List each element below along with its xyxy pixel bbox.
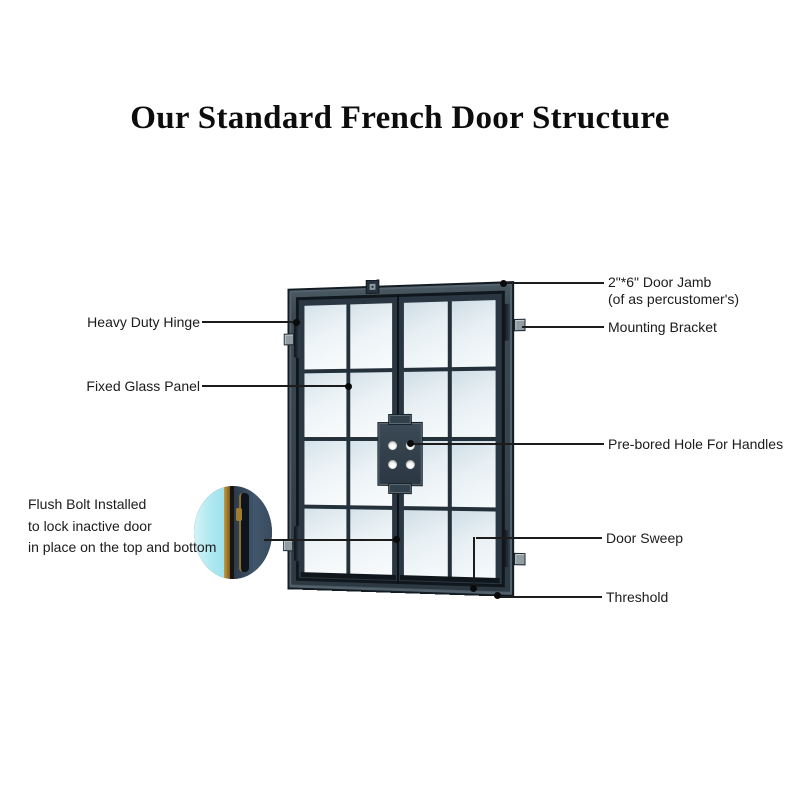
label-mounting-bracket: Mounting Bracket xyxy=(608,319,717,335)
glass-pane xyxy=(304,440,346,506)
leader-line-hinge xyxy=(202,321,295,323)
label-heavy-duty-hinge: Heavy Duty Hinge xyxy=(87,314,200,330)
label-door-jamb: 2"*6" Door Jamb (of as percustomer's) xyxy=(608,274,739,308)
hinge-icon xyxy=(294,322,300,358)
leader-line-pre-bored xyxy=(412,443,604,445)
leader-line-fixed-glass xyxy=(202,385,348,387)
page-title: Our Standard French Door Structure xyxy=(130,100,670,136)
inset-frame-edge xyxy=(224,486,230,579)
leader-dot-fixed-glass xyxy=(345,383,352,390)
handle-lock-plate xyxy=(378,414,422,494)
label-fixed-glass-panel: Fixed Glass Panel xyxy=(86,378,200,394)
leader-dot-hinge xyxy=(293,319,300,326)
leader-line-flush-bolt xyxy=(264,539,395,541)
label-flush-bolt: Flush Bolt Installed to lock inactive do… xyxy=(28,494,216,559)
label-flush-bolt-line2: to lock inactive door xyxy=(28,517,152,534)
label-threshold: Threshold xyxy=(606,589,669,605)
french-door-illustration xyxy=(282,279,526,597)
lock-plate-tab xyxy=(389,414,411,425)
hinge-icon xyxy=(503,303,511,341)
leader-line-mounting-bracket xyxy=(522,326,604,328)
hinge-icon xyxy=(294,525,300,562)
label-door-sweep: Door Sweep xyxy=(606,530,684,546)
glass-pane xyxy=(304,304,346,370)
pre-bored-hole xyxy=(405,459,415,469)
label-flush-bolt-line3: in place on the top and bottom xyxy=(28,539,217,555)
mounting-bracket-tab xyxy=(282,539,294,552)
label-pre-bored-hole: Pre-bored Hole For Handles xyxy=(608,436,784,452)
leader-dot-door-sweep xyxy=(470,585,477,592)
glass-pane xyxy=(451,441,496,508)
flush-bolt-lever xyxy=(236,508,242,521)
leader-dot-flush-bolt xyxy=(393,536,400,543)
hinge-icon xyxy=(503,530,511,568)
pre-bored-hole xyxy=(387,440,397,450)
label-door-jamb-line1: 2"*6" Door Jamb xyxy=(608,274,712,290)
leader-line-door-sweep-drop xyxy=(473,537,475,589)
glass-pane xyxy=(304,372,346,438)
glass-pane xyxy=(349,303,393,369)
mounting-bracket-tab-top xyxy=(365,279,380,295)
lock-plate-tab xyxy=(389,483,411,494)
flush-bolt-bar xyxy=(239,493,249,572)
label-door-jamb-line2: (of as percustomer's) xyxy=(608,291,740,307)
mounting-bracket-tab xyxy=(514,552,526,566)
inset-frame-shadow xyxy=(230,486,234,579)
pre-bored-hole xyxy=(387,459,397,469)
leader-line-door-jamb xyxy=(504,282,604,284)
leader-line-threshold xyxy=(498,596,602,598)
leader-dot-pre-bored xyxy=(407,440,414,447)
leader-dot-door-jamb xyxy=(500,280,507,287)
glass-pane xyxy=(349,509,393,575)
glass-pane xyxy=(451,300,496,368)
glass-pane xyxy=(451,370,496,437)
mounting-bracket-tab xyxy=(514,318,526,332)
inset-glass-area xyxy=(194,486,224,579)
mounting-bracket-tab xyxy=(283,333,295,346)
label-flush-bolt-line1: Flush Bolt Installed xyxy=(28,496,147,512)
leader-line-door-sweep xyxy=(476,537,602,539)
leader-dot-threshold xyxy=(494,592,501,599)
glass-pane xyxy=(403,510,448,577)
glass-pane xyxy=(403,301,448,368)
flush-bolt-inset xyxy=(194,486,272,579)
